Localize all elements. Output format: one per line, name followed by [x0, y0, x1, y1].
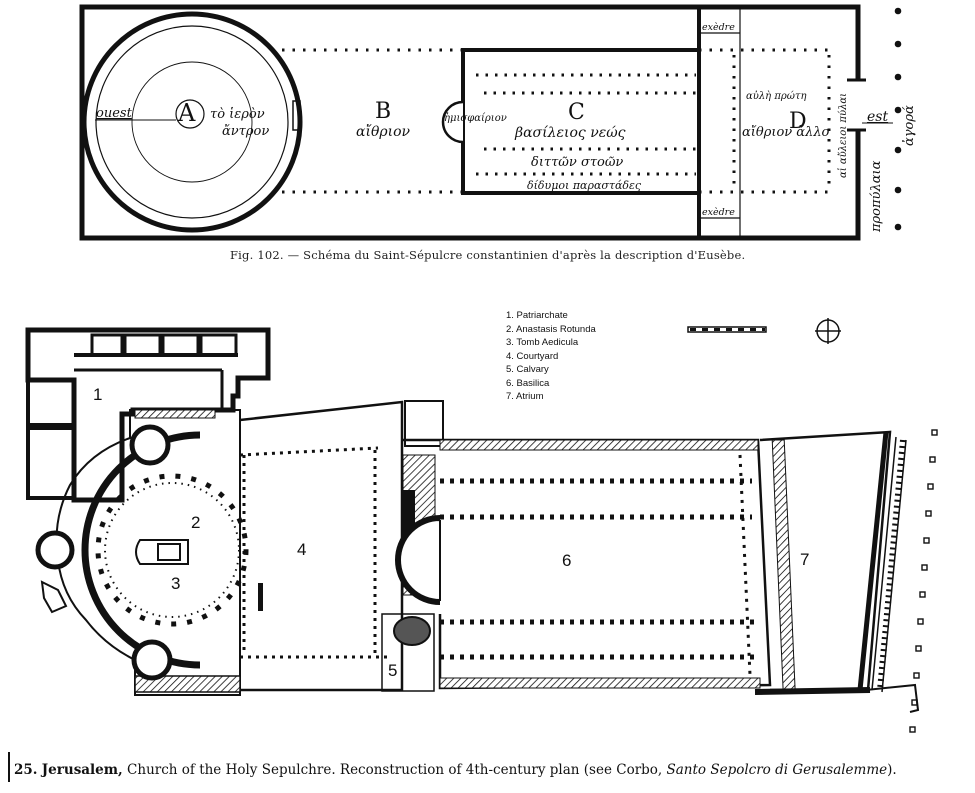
rotunda-south-wall	[134, 675, 241, 693]
patriarchate-room-b	[123, 333, 162, 357]
label-aulioi-pylai: αἱ αὔλειοι πύλαι	[838, 93, 849, 178]
label-ouest: ouest	[96, 106, 133, 121]
region-number-3: 3	[171, 574, 180, 593]
region-number-6: 6	[562, 551, 571, 570]
tomb-circle	[175, 99, 205, 129]
basilica-north-wall	[439, 439, 759, 451]
legend-item: 6. Basilica	[506, 377, 550, 389]
caption-margin-rule	[8, 752, 10, 782]
courtyard-pier	[258, 583, 263, 611]
figure-caption-bottom: 25. Jerusalem, Church of the Holy Sepulc…	[14, 762, 897, 778]
label-exedre-top: exèdre	[702, 22, 735, 33]
street-colonnade	[909, 429, 938, 733]
label-hiero-1: τὸ ἱερὸν	[210, 106, 265, 122]
rotunda-colonnade-circle	[131, 61, 253, 183]
atrium-east-wall-2	[871, 436, 897, 691]
basilica-south-wall	[439, 677, 761, 689]
patriarchate-room-c	[161, 333, 200, 357]
region-number-1: 1	[93, 385, 102, 404]
region-number-4: 4	[297, 540, 306, 559]
legend-item: 4. Courtyard	[506, 350, 559, 362]
rotunda-dotted-ring	[104, 482, 240, 618]
label-aule-prote: αὐλὴ πρώτη	[746, 91, 806, 102]
legend-item: 5. Calvary	[506, 364, 549, 375]
letter-b: B	[375, 99, 391, 124]
eusebius-schema-plan: A B C D ouest est τὸ ἱερὸν ἄντρον αἴθριο…	[79, 4, 917, 241]
region-number-2: 2	[191, 513, 200, 532]
caption-end: ).	[887, 762, 897, 778]
north-annex	[404, 400, 444, 447]
courtyard-walls	[239, 400, 404, 692]
patriarchate-west-room-2	[26, 426, 76, 500]
west-stair	[40, 580, 68, 614]
caption-main: Church of the Holy Sepulchre. Reconstruc…	[122, 762, 667, 778]
letter-a: A	[177, 99, 196, 127]
label-aithrion-b: αἴθριον	[356, 123, 411, 140]
label-est: est	[867, 109, 888, 125]
rotunda-south-apse	[131, 639, 173, 681]
letter-d: D	[789, 109, 807, 134]
legend-item: 1. Patriarchate	[506, 310, 568, 321]
legend-item: 3. Tomb Aedicula	[506, 337, 579, 348]
caption-figure-number: 25.	[14, 762, 38, 778]
plan-legend: 1. Patriarchate 2. Anastasis Rotunda 3. …	[506, 309, 596, 404]
patriarchate-room-d	[199, 333, 238, 357]
basilica-apse	[441, 100, 464, 144]
letter-c: C	[568, 100, 585, 125]
region-number-5: 5	[388, 661, 397, 680]
tomb-chamber	[157, 543, 181, 561]
label-aithrion-allo: αἴθριον ἄλλο	[742, 125, 830, 140]
rotunda-ambulatory-ring	[95, 473, 249, 627]
label-stoon: διττῶν στοῶν	[531, 155, 623, 170]
label-parastades: δίδυμοι παραστάδες	[527, 179, 642, 192]
rotunda-inner-ring	[95, 25, 289, 219]
legend-item: 7. Atrium	[506, 391, 544, 402]
courtyard-north-colonnade	[239, 446, 379, 457]
caption-book-title: Santo Sepolcro di Gerusalemme	[666, 762, 888, 778]
patriarchate-west-room-1	[26, 378, 76, 427]
basilica-outer-wall	[402, 438, 772, 690]
basilica-apse	[399, 519, 441, 602]
corbo-reconstruction-plan: 1 2 3 4 5 6 7	[25, 318, 938, 733]
propylaia-columns	[894, 7, 902, 231]
calvary-rock-area	[381, 613, 435, 692]
label-propylaia: προπύλαια	[869, 160, 884, 233]
atrium-east-wall-1	[857, 431, 889, 691]
region-number-7: 7	[800, 550, 809, 569]
patriarchate-room-a	[90, 333, 124, 357]
calvary-rock	[393, 616, 431, 646]
east-gate	[849, 80, 865, 130]
label-basileios: βασίλειος νεώς	[514, 124, 626, 141]
rotunda-east-door	[292, 100, 301, 131]
rotunda-north-apse	[129, 424, 171, 466]
label-hemisphairion: ἡμισφαίριον	[444, 113, 507, 124]
label-agora: ἀγορά	[902, 105, 917, 146]
basilica-east-colonnade	[738, 454, 752, 676]
basilica-east-wall	[771, 439, 796, 691]
figure-caption-top: Fig. 102. — Schéma du Saint-Sépulcre con…	[230, 248, 746, 262]
rotunda-west-apse	[35, 530, 75, 570]
east-terrace	[865, 683, 920, 713]
atrium-south-wall	[754, 687, 871, 695]
rotunda-north-wall	[134, 409, 216, 419]
label-hiero-2: ἄντρον	[222, 124, 269, 139]
legend-item: 2. Anastasis Rotunda	[506, 323, 596, 335]
label-exedre-bottom: exèdre	[702, 207, 735, 218]
caption-place: Jerusalem,	[41, 762, 123, 778]
